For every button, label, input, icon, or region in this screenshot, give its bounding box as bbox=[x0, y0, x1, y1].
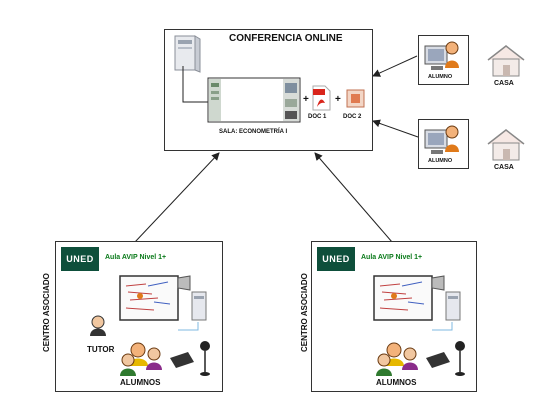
alumno-label-2: ALUMNO bbox=[428, 158, 453, 164]
centro-asociado-label-1: CENTRO ASOCIADO bbox=[42, 273, 51, 352]
office-document-icon bbox=[346, 89, 365, 108]
server-icon bbox=[174, 35, 201, 73]
student-at-computer-icon bbox=[424, 125, 459, 154]
house-icon bbox=[487, 45, 525, 77]
student-at-computer-icon bbox=[424, 41, 459, 70]
classroom-label-1: Aula AVIP Nivel 1+ bbox=[105, 254, 167, 261]
plus-sign-2: + bbox=[335, 94, 341, 105]
tutor-label: TUTOR bbox=[87, 345, 115, 354]
alumno-box-2: ALUMNO bbox=[418, 119, 469, 169]
casa-label-2: CASA bbox=[494, 164, 514, 171]
house-icon bbox=[487, 129, 525, 161]
arrow-center2-to-conference bbox=[314, 152, 393, 243]
alumnos-label-2: ALUMNOS bbox=[376, 378, 417, 387]
alumno-label-1: ALUMNO bbox=[428, 74, 453, 80]
classroom-equipment-illustration bbox=[373, 275, 465, 376]
casa-label-1: CASA bbox=[494, 80, 514, 87]
room-label: SALA: ECONOMETRÍA I bbox=[219, 129, 288, 135]
doc1-label: DOC 1 bbox=[308, 114, 327, 120]
alumno-box-1: ALUMNO bbox=[418, 35, 469, 85]
room-screen-thumbnail bbox=[207, 77, 301, 123]
connector-server-to-room bbox=[182, 66, 218, 106]
centro-asociado-label-2: CENTRO ASOCIADO bbox=[300, 273, 309, 352]
classroom-label-2: Aula AVIP Nivel 1+ bbox=[361, 254, 423, 261]
uned-logo: UNED bbox=[61, 247, 99, 271]
center-box-2: UNED Aula AVIP Nivel 1+ ALUMNOS bbox=[311, 241, 477, 392]
alumnos-label-1: ALUMNOS bbox=[120, 378, 161, 387]
conference-box: CONFERENCIA ONLINE SALA: ECONOMETRÍA I +… bbox=[164, 29, 373, 151]
pdf-document-icon bbox=[312, 85, 331, 111]
center-box-1: UNED Aula AVIP Nivel 1+ TUTOR ALUMNOS bbox=[55, 241, 223, 392]
arrow-alumno1-to-conference bbox=[372, 55, 418, 77]
plus-sign-1: + bbox=[303, 94, 309, 105]
arrow-center1-to-conference bbox=[134, 152, 220, 243]
doc2-label: DOC 2 bbox=[343, 114, 362, 120]
conference-title: CONFERENCIA ONLINE bbox=[229, 33, 343, 44]
uned-logo: UNED bbox=[317, 247, 355, 271]
classroom-equipment-illustration bbox=[90, 275, 210, 376]
arrow-alumno2-to-conference bbox=[372, 119, 419, 138]
